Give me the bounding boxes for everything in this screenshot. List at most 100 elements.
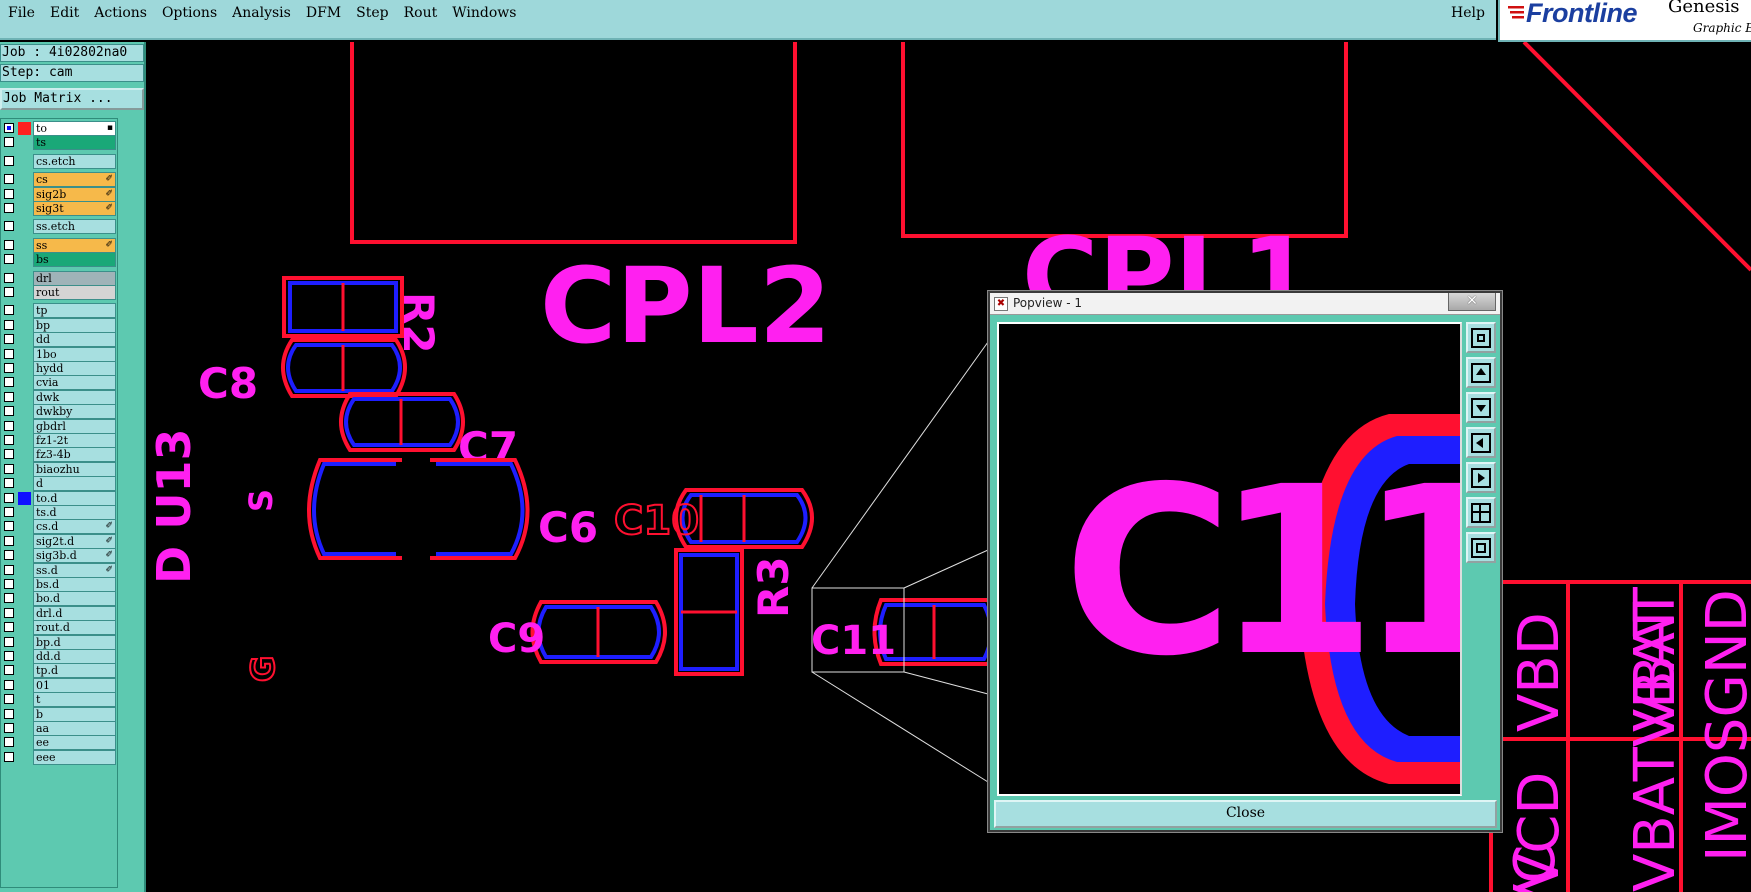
menu-analysis[interactable]: Analysis [232, 5, 291, 21]
layer-row[interactable]: rout [1, 285, 117, 300]
layer-checkbox[interactable] [4, 579, 14, 589]
layer-name-label[interactable]: to▪ [33, 121, 116, 136]
layer-checkbox[interactable] [4, 239, 14, 250]
layer-name-label[interactable]: rout.d [33, 620, 116, 636]
layer-name-label[interactable]: to.d [33, 490, 116, 506]
layer-name-label[interactable]: ss.etch [33, 219, 116, 235]
layer-row[interactable]: sig3b.d✐ [1, 548, 117, 564]
layer-name-label[interactable]: fz3-4b [33, 447, 116, 463]
layer-name-label[interactable]: rout [33, 285, 116, 300]
layer-row[interactable]: dwk [1, 389, 117, 405]
layer-name-label[interactable]: cs✐ [33, 172, 116, 188]
layer-checkbox[interactable] [4, 507, 14, 517]
layer-row[interactable]: bs.d [1, 577, 117, 592]
popview-close-button[interactable]: Close [994, 800, 1497, 828]
layer-checkbox[interactable] [4, 435, 14, 445]
menu-dfm[interactable]: DFM [305, 5, 342, 21]
layer-row[interactable]: dd [1, 332, 117, 348]
pan-up-icon[interactable] [1466, 357, 1496, 388]
layer-row[interactable]: biaozhu [1, 461, 117, 477]
layer-checkbox[interactable] [4, 377, 14, 388]
layer-checkbox[interactable] [4, 651, 14, 661]
layer-name-label[interactable]: fz1-2t [33, 433, 116, 448]
layer-checkbox[interactable] [4, 564, 14, 575]
layer-row[interactable]: hydd [1, 361, 117, 376]
menu-options[interactable]: Options [161, 5, 218, 21]
layer-row[interactable]: gbdrl [1, 418, 117, 434]
popview-zoom-canvas[interactable]: C11 [997, 322, 1462, 796]
popview-titlebar[interactable]: ✖ Popview - 1 ✕ [990, 293, 1500, 315]
layer-row[interactable]: t [1, 692, 117, 708]
zoom-out-icon[interactable] [1466, 532, 1496, 563]
layer-checkbox[interactable] [4, 708, 14, 719]
layer-checkbox[interactable] [4, 492, 14, 503]
layer-row[interactable]: to.d [1, 490, 117, 506]
layer-name-label[interactable]: drl.d [33, 605, 116, 621]
layer-row[interactable]: cs✐ [1, 172, 117, 188]
layer-checkbox[interactable] [4, 679, 14, 690]
layer-name-label[interactable]: sig3t✐ [33, 201, 116, 216]
layer-row[interactable]: fz1-2t [1, 433, 117, 448]
layer-checkbox[interactable] [4, 478, 14, 489]
layer-checkbox[interactable] [4, 521, 14, 532]
layer-row[interactable]: rout.d [1, 620, 117, 636]
layer-checkbox[interactable] [4, 123, 14, 133]
layer-name-label[interactable]: hydd [33, 361, 116, 376]
layer-name-label[interactable]: tp.d [33, 663, 116, 679]
menu-windows[interactable]: Windows [452, 5, 517, 21]
layer-row[interactable]: bs [1, 252, 117, 268]
graphic-editor-canvas[interactable]: .out { fill: none; stroke: #ff1030; stro… [146, 42, 1751, 892]
layer-row[interactable]: fz3-4b [1, 447, 117, 463]
layer-name-label[interactable]: cvia [33, 375, 116, 391]
layer-name-label[interactable]: d [33, 476, 116, 492]
layer-checkbox[interactable] [4, 348, 14, 359]
layer-name-label[interactable]: ee [33, 735, 116, 751]
layer-name-label[interactable]: bo.d [33, 591, 116, 607]
layer-row[interactable]: sig2t.d✐ [1, 533, 117, 549]
layer-name-label[interactable]: aa [33, 721, 116, 736]
layer-checkbox[interactable] [4, 254, 14, 265]
layer-checkbox[interactable] [4, 287, 14, 297]
layer-row[interactable]: 01 [1, 677, 117, 693]
layer-checkbox[interactable] [4, 319, 14, 330]
layer-checkbox[interactable] [4, 334, 14, 345]
layer-row[interactable]: tp.d [1, 663, 117, 679]
layer-row[interactable]: sig2b✐ [1, 186, 117, 202]
layer-row[interactable]: drl.d [1, 605, 117, 621]
layer-checkbox[interactable] [4, 636, 14, 647]
layer-name-label[interactable]: cs.etch [33, 153, 116, 169]
layer-row[interactable]: eee [1, 749, 117, 765]
layer-checkbox[interactable] [4, 406, 14, 417]
layer-checkbox[interactable] [4, 420, 14, 431]
layer-name-label[interactable]: eee [33, 749, 116, 765]
layer-checkbox[interactable] [4, 607, 14, 618]
layer-row[interactable]: aa [1, 721, 117, 736]
layer-name-label[interactable]: ss✐ [33, 237, 116, 253]
layer-name-label[interactable]: 1bo [33, 346, 116, 362]
pan-down-icon[interactable] [1466, 392, 1496, 423]
layer-name-label[interactable]: sig3b.d✐ [33, 548, 116, 564]
layer-checkbox[interactable] [4, 391, 14, 402]
layer-row[interactable]: ts [1, 135, 117, 151]
pan-right-icon[interactable] [1466, 462, 1496, 493]
layer-name-label[interactable]: ts.d [33, 505, 116, 520]
pan-left-icon[interactable] [1466, 427, 1496, 458]
layer-checkbox[interactable] [4, 363, 14, 373]
layer-checkbox[interactable] [4, 550, 14, 561]
layer-checkbox[interactable] [4, 305, 14, 316]
layer-row[interactable]: d [1, 476, 117, 492]
layer-row[interactable]: tp [1, 303, 117, 319]
layer-row[interactable]: drl [1, 270, 117, 286]
layer-row[interactable]: to▪ [1, 121, 117, 136]
layer-checkbox[interactable] [4, 449, 14, 460]
layer-checkbox[interactable] [4, 737, 14, 748]
layer-checkbox[interactable] [4, 174, 14, 185]
layer-row[interactable]: ss✐ [1, 237, 117, 253]
layer-row[interactable]: ss.d✐ [1, 562, 117, 578]
layer-name-label[interactable]: sig2t.d✐ [33, 533, 116, 549]
layer-name-label[interactable]: dd [33, 332, 116, 348]
layer-row[interactable]: bp.d [1, 634, 117, 650]
layer-row[interactable]: ss.etch [1, 219, 117, 235]
layer-name-label[interactable]: drl [33, 270, 116, 286]
layer-name-label[interactable]: t [33, 692, 116, 708]
